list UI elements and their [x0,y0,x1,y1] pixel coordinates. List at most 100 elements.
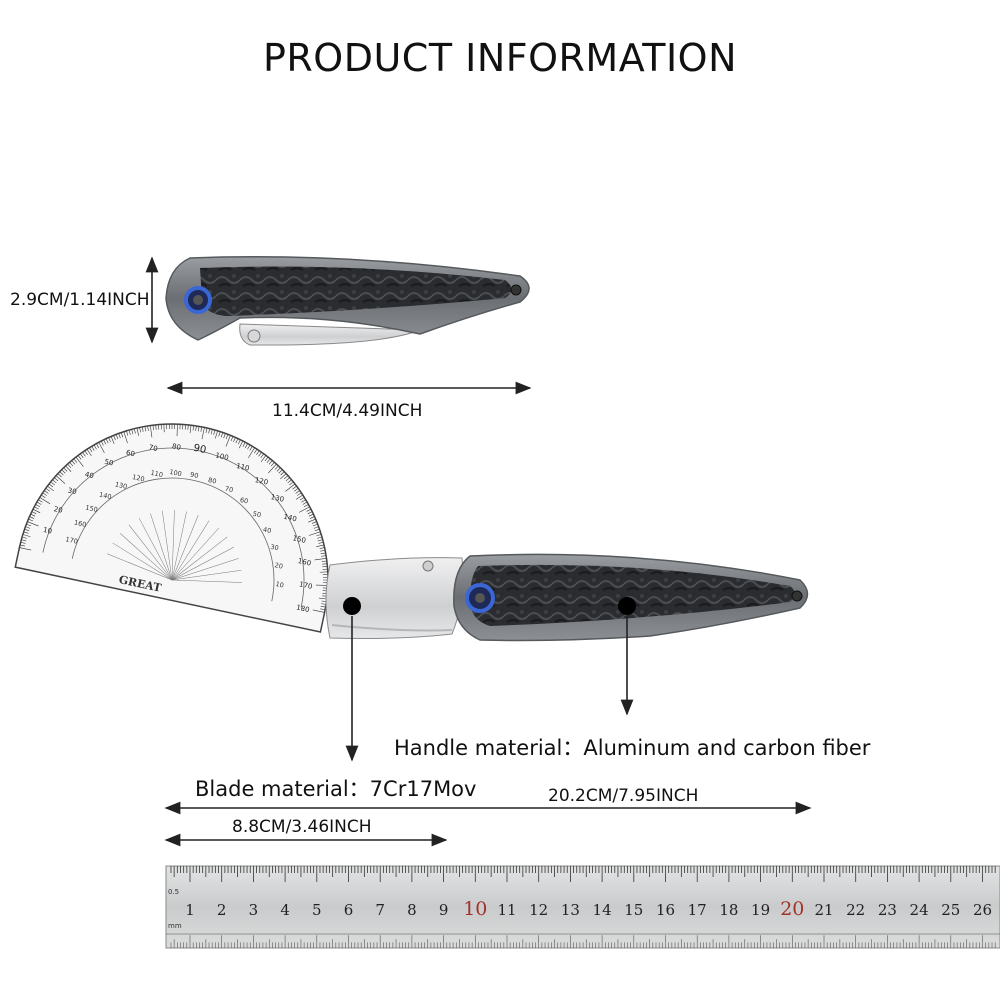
protractor-tick [147,425,149,431]
protractor-tick [176,424,178,437]
protractor-tick [128,429,131,435]
protractor-tick [57,473,62,478]
protractor-tick [306,508,312,512]
protractor-tick [65,465,72,472]
protractor-ray [171,546,234,581]
protractor-outer-number: 100 [215,451,230,462]
protractor-tick [136,427,139,436]
protractor-tick [98,442,105,453]
protractor-tick [213,429,216,435]
protractor-tick [258,452,262,457]
protractor-ray [171,527,220,581]
protractor-ray [171,536,228,581]
protractor-tick [301,499,306,503]
protractor-outer-number: 80 [171,442,181,452]
open-length-label: 20.2CM/7.95INCH [548,786,699,806]
protractor-tick [75,456,84,467]
protractor-outer-number: 180 [295,604,310,615]
ruler-number: 18 [719,901,738,919]
protractor-tick [253,449,258,454]
protractor-tick [287,479,292,484]
protractor-outer-number: 160 [297,557,312,568]
protractor-inner-number: 120 [132,473,146,483]
protractor-tick [317,539,323,542]
protractor-ray [119,532,173,581]
protractor-tick [322,574,328,576]
protractor-tick [123,431,128,444]
ruler-number: 1 [185,901,195,919]
protractor-inner-number: 80 [207,476,217,486]
ruler-number: 19 [751,901,770,919]
protractor-tick [152,425,154,431]
ruler-number: 14 [593,901,612,919]
protractor-tick [47,485,54,492]
protractor-tick [295,494,303,500]
protractor-tick [270,462,275,467]
protractor-ray [171,558,239,581]
protractor-tick [110,436,115,444]
protractor-tick [61,469,66,474]
protractor-tick [311,521,317,524]
protractor-tick [69,462,74,467]
protractor-tick [171,423,173,430]
protractor-outer-number: 70 [148,443,158,453]
protractor-tick [260,455,267,462]
ruler-number: 11 [497,901,516,919]
protractor-tick [295,490,300,494]
ruler-number: 25 [941,901,960,919]
protractor-tick [174,424,176,430]
protractor-tick [160,424,162,430]
protractor-tick [131,429,134,435]
protractor-tick [67,463,72,468]
protractor-ray [162,510,173,581]
ruler-number: 10 [463,898,487,920]
protractor-ray [171,510,175,581]
protractor-inner-number: 50 [252,510,262,520]
protractor-inner-number: 110 [150,469,164,479]
protractor-tick [25,526,31,529]
protractor-tick [249,446,253,451]
ruler-number: 2 [217,901,227,919]
protractor-tick [314,557,327,561]
protractor-tick [84,450,88,455]
protractor-ray [171,570,242,581]
protractor-tick [256,450,260,455]
protractor-tick [320,549,326,552]
protractor-tick [168,424,170,430]
protractor-tick [235,438,239,444]
protractor-ray [138,518,173,581]
protractor-tick [195,425,197,431]
protractor-tick [223,433,226,439]
protractor-tick [299,497,305,501]
protractor-tick [38,499,43,503]
protractor-tick [19,544,25,547]
ruler-small-label: mm [168,922,182,930]
ruler-number: 5 [312,901,322,919]
protractor-ray [171,511,187,581]
protractor-tick [218,431,221,437]
protractor-tick [307,511,313,515]
protractor-tick [319,547,325,549]
protractor-tick [96,443,100,449]
protractor-tick [100,440,104,446]
protractor-outer-number: 170 [298,580,313,591]
protractor-inner-number: 170 [65,535,79,545]
ruler-number: 8 [407,901,417,919]
protractor-tick [302,501,308,505]
protractor-tick [200,426,203,432]
protractor-tick [320,608,326,611]
protractor-tick [321,555,327,557]
protractor-tick [29,516,35,519]
protractor-tick [247,444,251,450]
protractor-tick [77,455,82,460]
protractor-tick [139,427,141,433]
protractor-tick [108,437,111,443]
protractor-tick [237,439,241,445]
protractor-tick [182,424,184,430]
protractor-tick [210,429,213,435]
protractor-inner-number: 160 [73,519,87,529]
